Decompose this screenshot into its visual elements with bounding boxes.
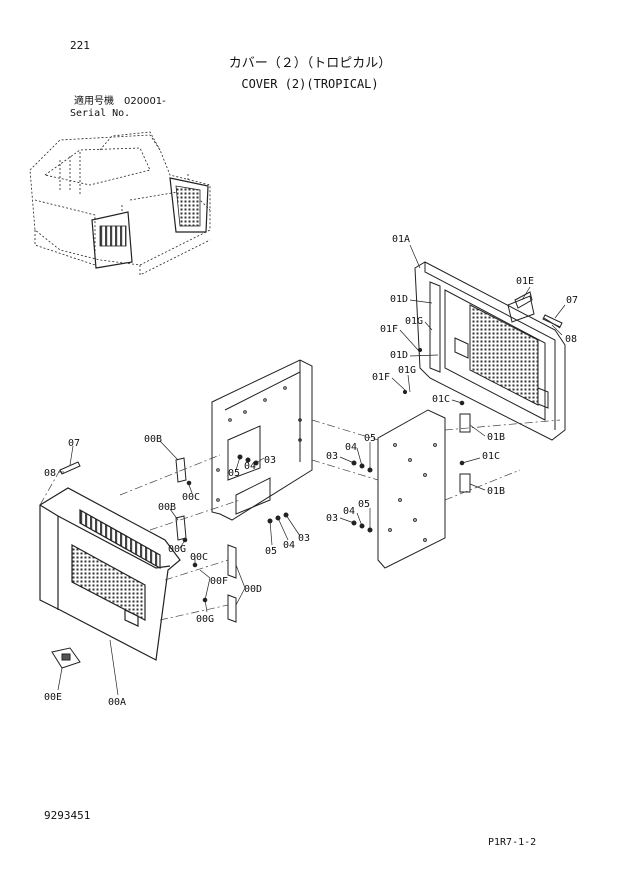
callout-00B-upper: 00B [144, 434, 162, 445]
callout-01C-lower: 01C [482, 451, 500, 462]
callout-04-a: 04 [345, 442, 357, 453]
callout-00C-upper: 00C [182, 492, 200, 503]
title-english: COVER (2)(TROPICAL) [241, 77, 379, 91]
callout-03-c: 03 [264, 455, 276, 466]
page-number: 221 [70, 39, 90, 52]
plate-right [377, 409, 471, 569]
callout-03-d: 03 [298, 533, 310, 544]
machine-overview [29, 131, 211, 276]
callout-00G-upper: 00G [168, 544, 186, 555]
callout-08-right: 08 [565, 334, 577, 345]
callout-01A: 01A [392, 234, 410, 245]
callout-04-d: 04 [283, 540, 295, 551]
callout-01G-upper: 01G [405, 316, 423, 327]
callout-05-c: 05 [228, 468, 240, 479]
callout-07-right: 07 [566, 295, 578, 306]
callout-04-b: 04 [343, 506, 355, 517]
serial-label-japanese: 適用号機 020001- [74, 96, 166, 107]
callout-00D: 00D [244, 584, 262, 595]
callout-labels: 01A 01E 07 08 01D 01G 01F 01D 01F 01G 01… [44, 234, 578, 708]
callout-00A: 00A [108, 697, 126, 708]
callout-04-c: 04 [244, 461, 256, 472]
callout-01B-upper: 01B [487, 432, 505, 443]
callout-05-d: 05 [265, 546, 277, 557]
callout-00B-lower: 00B [158, 502, 176, 513]
callout-01F-upper: 01F [380, 324, 398, 335]
title-japanese: カバー（２）（トロピカル） [228, 56, 392, 71]
callout-00C-lower: 00C [190, 552, 208, 563]
callout-01D-lower: 01D [390, 350, 408, 361]
callout-07-left: 07 [68, 438, 80, 449]
callout-01E: 01E [516, 276, 534, 287]
callout-03-b: 03 [326, 513, 338, 524]
callout-01B-lower: 01B [487, 486, 505, 497]
callout-00G-lower: 00G [196, 614, 214, 625]
cover-00A [39, 487, 181, 661]
callout-00F: 00F [210, 576, 228, 587]
panel-01A [414, 261, 566, 441]
callout-01C-upper: 01C [432, 394, 450, 405]
page-code: P1R7-1-2 [488, 837, 537, 848]
serial-label-english: Serial No. [70, 108, 131, 119]
plate-center [211, 359, 313, 521]
callout-05-a: 05 [364, 433, 376, 444]
callout-03-a: 03 [326, 451, 338, 462]
callout-05-b: 05 [358, 499, 370, 510]
callout-01G-lower: 01G [398, 365, 416, 376]
callout-08-left: 08 [44, 468, 56, 479]
leader-lines [57, 244, 566, 696]
callout-01D-upper: 01D [390, 294, 408, 305]
callout-01F-lower: 01F [372, 372, 390, 383]
small-parts [51, 314, 563, 669]
document-number: 9293451 [44, 809, 91, 822]
callout-00E: 00E [44, 692, 62, 703]
alignment-lines [39, 419, 561, 621]
